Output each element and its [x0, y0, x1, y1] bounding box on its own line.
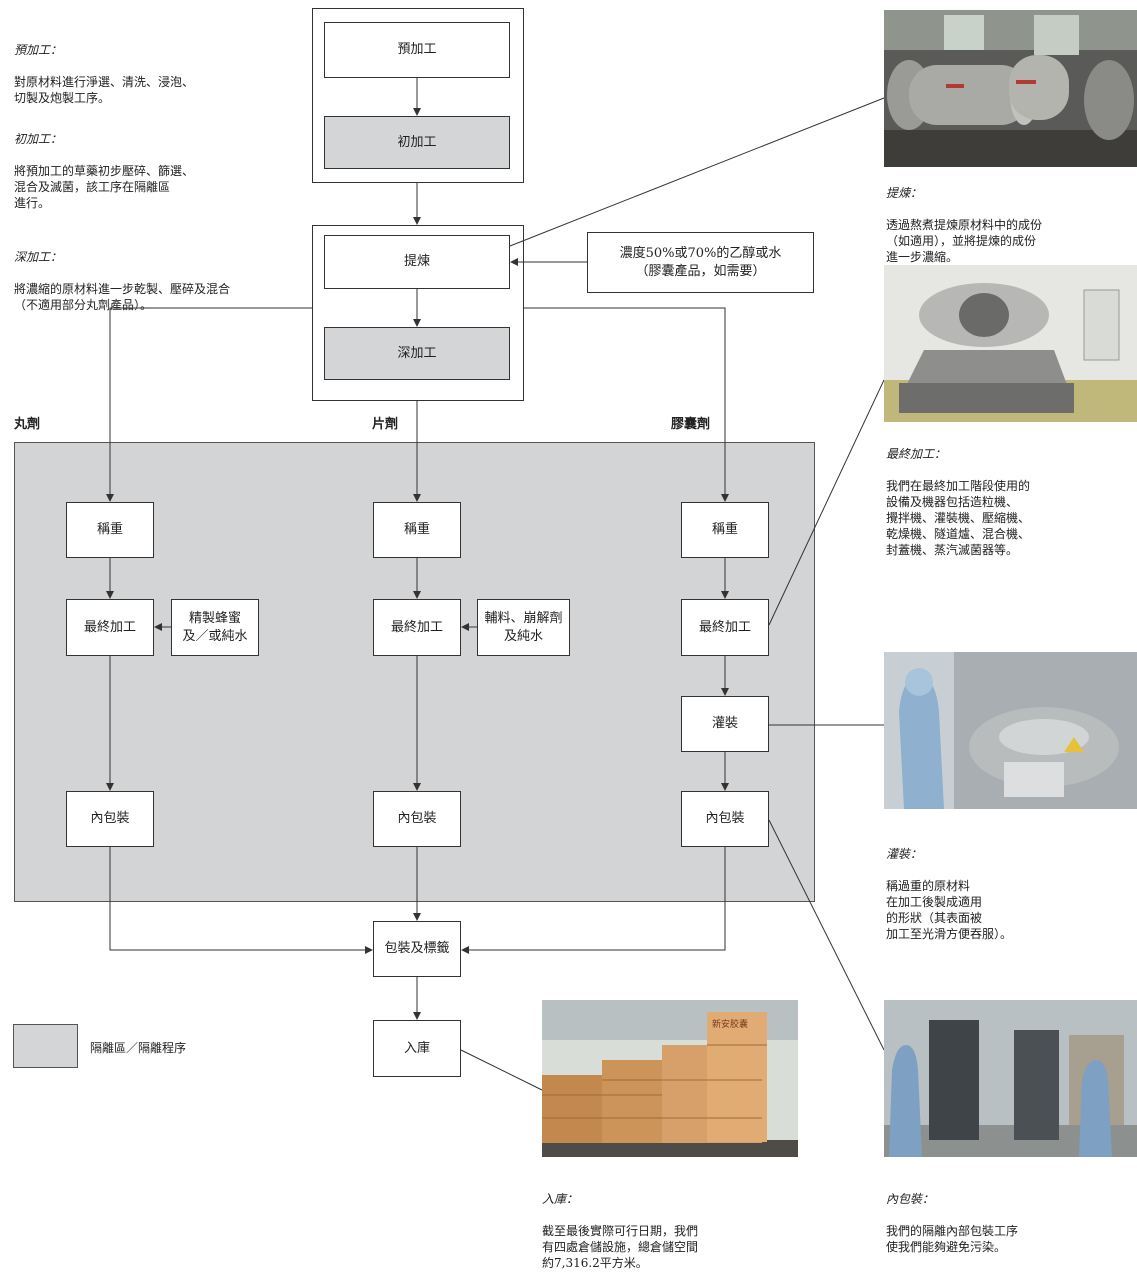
capsule-filling-box: 灌裝: [681, 696, 769, 752]
capsule-weighing-box: 稱重: [681, 502, 769, 558]
note-body: 對原材料進行淨選、清洗、浸泡、 切製及炮製工序。: [14, 75, 195, 105]
warehouse-box: 入庫: [373, 1020, 461, 1077]
tablet-weighing-box: 稱重: [373, 502, 461, 558]
note-title: 內包裝：: [886, 1192, 935, 1206]
note-filling: 灌裝： 稱過重的原材料 在加工後製成適用 的形狀（其表面被 加工至光滑方便吞服）…: [886, 830, 1106, 958]
note-title: 深加工：: [14, 250, 63, 264]
column-capsule: 膠囊劑: [671, 417, 711, 432]
legend-swatch: [13, 1024, 78, 1068]
solvent-box: 濃度50%或70%的乙醇或水 （膠囊產品，如需要）: [587, 232, 814, 293]
column-tablet: 片劑: [372, 417, 399, 432]
note-extraction: 提煉： 透過熬煮提煉原材料中的成份 （如適用），並將提煉的成份 進一步濃縮。: [886, 169, 1106, 281]
note-final-processing: 最終加工： 我們在最終加工階段使用的 設備及機器包括造粒機、 攪拌機、灌裝機、壓…: [886, 430, 1106, 574]
inner-packing-photo: [884, 1000, 1137, 1157]
note-inner-packing: 內包裝： 我們的隔離內部包裝工序 使我們能夠避免污染。: [886, 1175, 1106, 1271]
initial-processing-box: 初加工: [324, 116, 510, 169]
capsule-final-box: 最終加工: [681, 599, 769, 656]
note-body: 將濃縮的原材料進一步乾製、壓碎及混合 （不適用部分丸劑產品）。: [14, 282, 231, 312]
column-pill: 丸劑: [14, 417, 41, 432]
packaging-labeling-box: 包裝及標籤: [373, 921, 461, 977]
extraction-box: 提煉: [324, 235, 510, 289]
note-body: 我們的隔離內部包裝工序 使我們能夠避免污染。: [886, 1224, 1019, 1254]
tablet-additive-box: 輔料、崩解劑 及純水: [477, 599, 570, 656]
note-warehouse: 入庫： 截至最後實際可行日期，我們 有四處倉儲設施，總倉儲空間 約7,316.2…: [542, 1175, 762, 1287]
pill-weighing-box: 稱重: [66, 502, 154, 558]
note-title: 入庫：: [542, 1192, 579, 1206]
note-body: 我們在最終加工階段使用的 設備及機器包括造粒機、 攪拌機、灌裝機、壓縮機、 乾燥…: [886, 479, 1031, 557]
note-title: 預加工：: [14, 43, 63, 57]
pill-additive-box: 精製蜂蜜 及／或純水: [171, 599, 259, 656]
note-initial-processing: 初加工： 將預加工的草藥初步壓碎、篩選、 混合及滅菌，該工序在隔離區 進行。: [14, 115, 274, 227]
note-body: 截至最後實際可行日期，我們 有四處倉儲設施，總倉儲空間 約7,316.2平方米。: [542, 1224, 699, 1270]
deep-processing-box: 深加工: [324, 327, 510, 380]
extraction-photo: [884, 10, 1137, 167]
warehouse-photo: 新安胶囊: [542, 1000, 798, 1157]
filling-photo: [884, 652, 1137, 809]
note-title: 初加工：: [14, 132, 63, 146]
carton-label: 新安胶囊: [712, 1020, 749, 1030]
pill-inner-pack-box: 內包裝: [66, 791, 154, 847]
pre-processing-box: 預加工: [324, 22, 510, 78]
note-deep-processing: 深加工： 將濃縮的原材料進一步乾製、壓碎及混合 （不適用部分丸劑產品）。: [14, 233, 294, 329]
legend-label: 隔離區／隔離程序: [90, 1041, 187, 1055]
tablet-inner-pack-box: 內包裝: [373, 791, 461, 847]
note-title: 最終加工：: [886, 447, 947, 461]
note-body: 透過熬煮提煉原材料中的成份 （如適用），並將提煉的成份 進一步濃縮。: [886, 218, 1043, 264]
note-title: 灌裝：: [886, 847, 923, 861]
note-body: 稱過重的原材料 在加工後製成適用 的形狀（其表面被 加工至光滑方便吞服）。: [886, 879, 1013, 941]
final-processing-photo: [884, 265, 1137, 422]
note-title: 提煉：: [886, 186, 923, 200]
tablet-final-box: 最終加工: [373, 599, 461, 656]
capsule-inner-pack-box: 內包裝: [681, 791, 769, 847]
pill-final-box: 最終加工: [66, 599, 154, 656]
note-pre-processing: 預加工： 對原材料進行淨選、清洗、浸泡、 切製及炮製工序。: [14, 26, 274, 122]
note-body: 將預加工的草藥初步壓碎、篩選、 混合及滅菌，該工序在隔離區 進行。: [14, 164, 195, 210]
